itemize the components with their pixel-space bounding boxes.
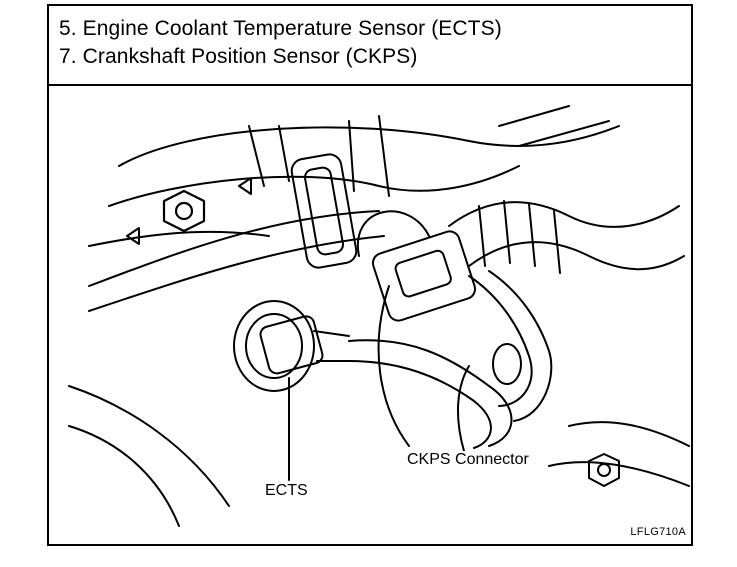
- block-contour: [568, 421, 690, 447]
- rail-clamp-inner: [303, 166, 345, 256]
- panel-marker: [126, 177, 252, 245]
- callout-leader-ckps: [456, 365, 470, 452]
- rail-clamp: [290, 153, 358, 269]
- ckps-connector-body: [371, 230, 553, 422]
- ribbed-hose: [468, 241, 685, 271]
- ribbed-hose: [478, 200, 561, 274]
- manifold-contour: [498, 105, 610, 147]
- block-contour: [68, 385, 230, 507]
- hex-bolt-left: [162, 189, 206, 233]
- ects-sensor: [233, 300, 352, 392]
- manifold-contour: [108, 165, 520, 207]
- harness-loop: [377, 285, 410, 447]
- block-contour: [548, 461, 690, 487]
- ects-harness: [348, 360, 492, 449]
- manifold-contour: [348, 115, 390, 197]
- callout-ckps-connector: CKPS Connector: [405, 451, 531, 469]
- header-line-ckps: 7. Crankshaft Position Sensor (CKPS): [59, 45, 418, 68]
- engine-line-drawing: [68, 105, 690, 527]
- rail-tube: [88, 235, 385, 312]
- manifold-contour: [248, 125, 290, 187]
- figure-code: LFLG710A: [630, 526, 686, 538]
- manifold-contour: [118, 125, 620, 167]
- ects-harness: [348, 339, 513, 447]
- callout-ects: ECTS: [263, 482, 310, 500]
- hex-bolt-right: [588, 453, 620, 487]
- diagram-frame: 5. Engine Coolant Temperature Sensor (EC…: [47, 4, 693, 546]
- ribbed-hose: [448, 201, 680, 228]
- header-line-ects: 5. Engine Coolant Temperature Sensor (EC…: [59, 17, 502, 40]
- engine-illustration: CKPS Connector ECTS LFLG710A: [49, 86, 691, 544]
- block-contour: [68, 425, 180, 527]
- rail-tube: [88, 210, 380, 287]
- diagram-header: 5. Engine Coolant Temperature Sensor (EC…: [49, 6, 691, 86]
- harness-loop: [356, 210, 430, 257]
